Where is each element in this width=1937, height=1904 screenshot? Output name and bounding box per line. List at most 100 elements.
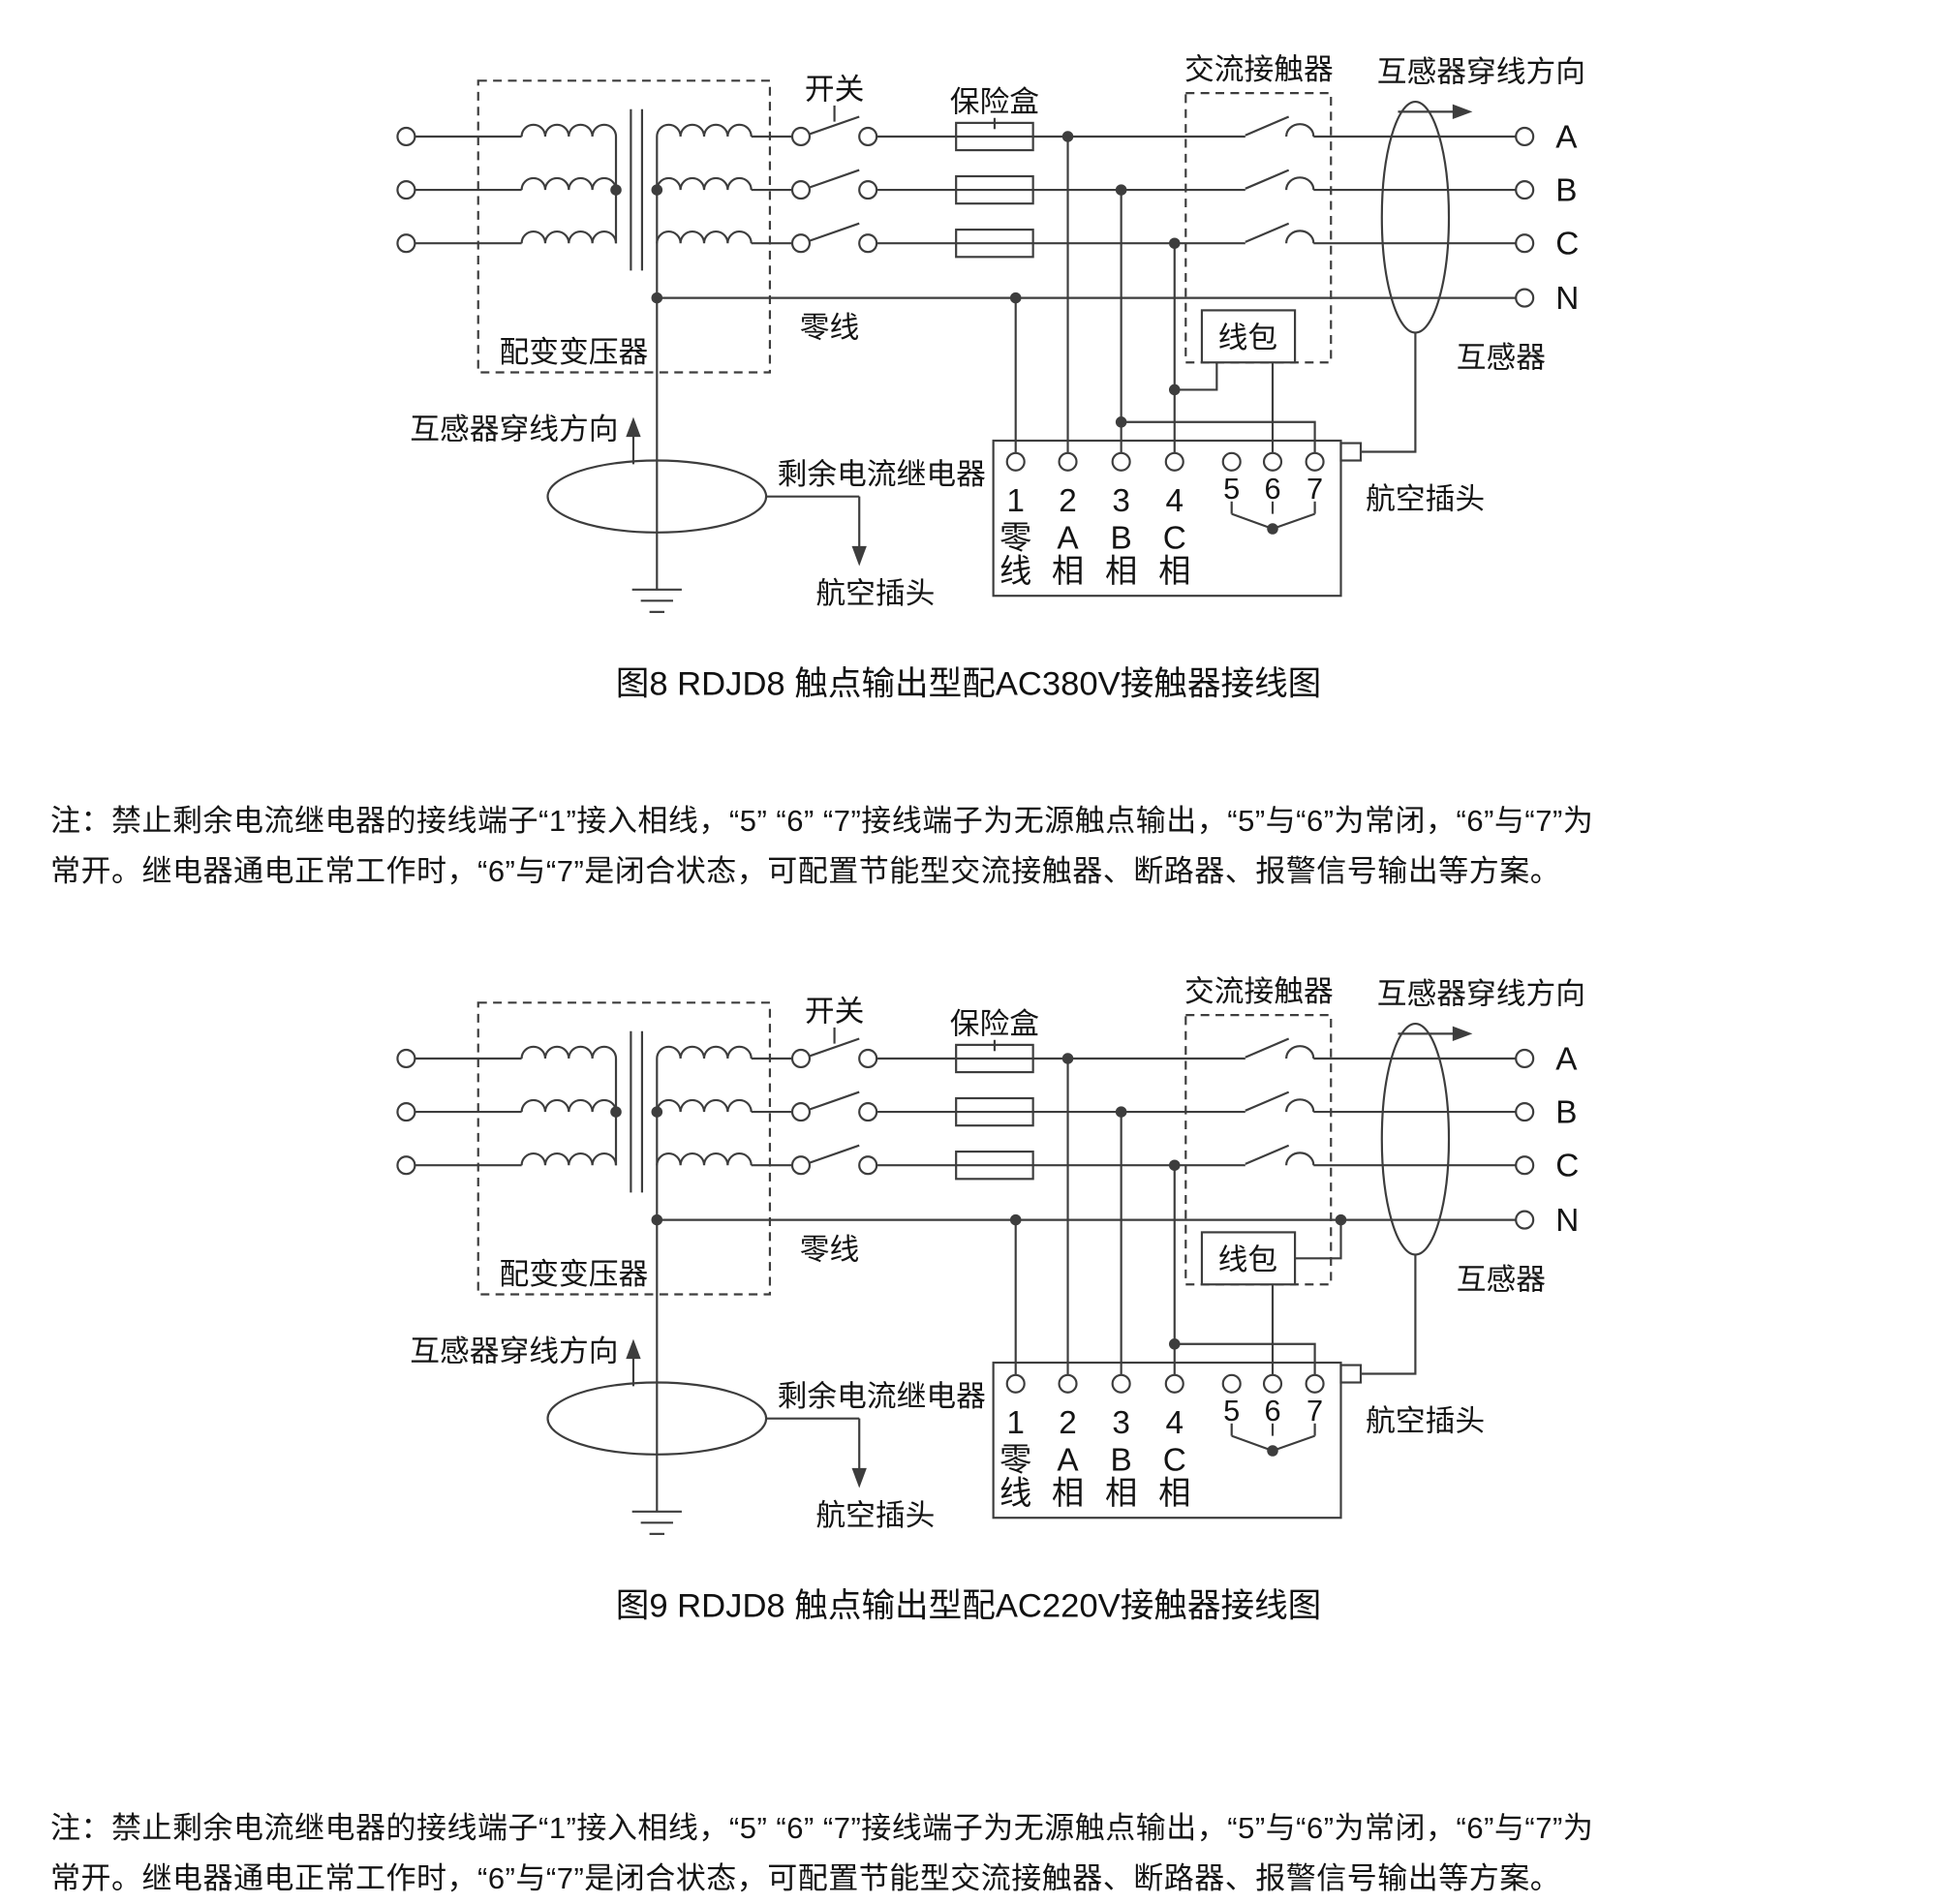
junction-dot (1168, 1159, 1181, 1171)
aviation-plug-label: 航空插头 (1366, 1403, 1485, 1437)
terminal-number: 2 (1059, 483, 1077, 519)
junction-dot (651, 1106, 663, 1118)
aviation-plug-label: 航空插头 (815, 576, 935, 610)
ct-secondary-wire (1361, 1254, 1417, 1375)
relay-terminal (1005, 451, 1026, 472)
junction-dot (1009, 292, 1022, 304)
contactor-blade (1245, 115, 1290, 137)
junction-dot (1267, 1445, 1278, 1457)
terminal-number: 1 (1006, 1405, 1025, 1441)
fuse-box (955, 1096, 1034, 1127)
contact-return-wire (1174, 1342, 1316, 1375)
switch-pole (790, 1102, 812, 1122)
terminal-name-char: 相 (1052, 554, 1084, 590)
switch-pole (858, 1048, 878, 1069)
terminal-name-char: C (1163, 1442, 1186, 1478)
secondary-coil (656, 1098, 753, 1113)
switch-blade (809, 222, 860, 242)
terminal-number: 4 (1165, 1405, 1184, 1441)
terminal-number: 6 (1264, 472, 1280, 506)
output-terminal (1515, 1102, 1535, 1122)
switch-pole (858, 126, 878, 147)
arrowhead (626, 416, 641, 438)
note-text-line2: 常开。继电器通电正常工作时，“6”与“7”是闭合状态，可配置节能型交流接触器、断… (50, 854, 1561, 888)
contactor-arc (1285, 230, 1315, 244)
primary-coil (520, 1045, 618, 1059)
switch-pole (858, 1155, 878, 1176)
terminal-name-char: A (1057, 1442, 1079, 1478)
arrowhead (1452, 1026, 1473, 1042)
relay-terminal (1058, 451, 1078, 472)
fuse-box (955, 1151, 1034, 1181)
ct-direction-label: 互感器穿线方向 (410, 413, 618, 446)
relay-terminal (1262, 1373, 1283, 1394)
switch-label: 开关 (805, 73, 865, 107)
junction-dot (1115, 184, 1127, 196)
ct-direction-label: 互感器穿线方向 (410, 1335, 618, 1368)
aviation-plug-label: 航空插头 (1366, 481, 1485, 515)
terminal-number: 5 (1223, 1394, 1240, 1428)
terminal-name-char: 零 (999, 1442, 1031, 1478)
ct-label: 互感器 (1457, 340, 1546, 374)
junction-dot (1168, 384, 1181, 396)
note-text-line1: 注：禁止剩余电流继电器的接线端子“1”接入相线，“5” “6” “7”接线端子为… (50, 1811, 1594, 1845)
ct-label: 互感器 (1457, 1262, 1546, 1296)
terminal-number: 7 (1307, 1394, 1323, 1428)
contactor-arc (1285, 1045, 1315, 1059)
coil-wire (1295, 1219, 1342, 1260)
terminal-number: 4 (1165, 483, 1184, 519)
ct-secondary-wire (1361, 332, 1417, 453)
relay-box (992, 1361, 1342, 1520)
secondary-coil (656, 1045, 753, 1059)
output-terminal (1515, 1210, 1535, 1230)
phase-label: A (1555, 1042, 1578, 1078)
secondary-coil (656, 230, 753, 244)
relay-terminal (1221, 1373, 1242, 1394)
terminal-number: 1 (1006, 483, 1025, 519)
secondary-coil (656, 1152, 753, 1166)
switch-pole (790, 1155, 812, 1176)
switch-blade (809, 1144, 860, 1164)
terminal-name-char: 相 (1158, 554, 1190, 590)
phase-label: C (1555, 1149, 1579, 1184)
contact-blade (1231, 1434, 1274, 1453)
primary-coil (520, 1152, 618, 1166)
contact-return-wire (1121, 420, 1316, 453)
ct-direction-label: 互感器穿线方向 (1377, 55, 1585, 89)
output-terminal (1515, 288, 1535, 308)
relay-terminal (1005, 1373, 1026, 1394)
output-terminal (1515, 1155, 1535, 1176)
terminal-name-char: B (1111, 1442, 1132, 1478)
terminal-number: 2 (1059, 1405, 1077, 1441)
primary-coil (520, 1098, 618, 1113)
junction-dot (1168, 237, 1181, 249)
figure9-note: 注：禁止剩余电流继电器的接线端子“1”接入相线，“5” “6” “7”接线端子为… (50, 1803, 1900, 1904)
neutral-label: 零线 (800, 311, 860, 345)
relay-label: 剩余电流继电器 (778, 457, 986, 491)
junction-dot (1115, 415, 1127, 428)
transformer-label: 配变变压器 (500, 1257, 649, 1291)
coil-box (1200, 309, 1297, 364)
terminal-name-char: A (1057, 520, 1079, 556)
figure-caption: 图9 RDJD8 触点输出型配AC220V接触器接线图 (616, 1588, 1322, 1625)
terminal-name-char: 相 (1158, 1476, 1190, 1512)
relay-terminal (1164, 451, 1184, 472)
contactor-label: 交流接触器 (1184, 974, 1334, 1008)
relay-box (992, 439, 1342, 598)
terminal-name-char: 相 (1105, 1476, 1137, 1512)
contactor-label: 交流接触器 (1184, 52, 1334, 86)
figure-caption: 图8 RDJD8 触点输出型配AC380V接触器接线图 (616, 666, 1322, 703)
junction-dot (1115, 1106, 1127, 1118)
terminal-number: 6 (1264, 1394, 1280, 1428)
switch-pole (790, 233, 812, 254)
input-terminal (396, 1048, 416, 1069)
phase-label: B (1555, 1095, 1577, 1131)
junction-dot (1061, 1053, 1074, 1064)
coil-label: 线包 (1218, 321, 1278, 354)
fuse-box (955, 229, 1034, 259)
terminal-name-char: 线 (999, 1476, 1031, 1512)
terminal-number: 7 (1307, 472, 1323, 506)
junction-dot (1267, 523, 1278, 535)
contactor-arc (1285, 123, 1315, 138)
